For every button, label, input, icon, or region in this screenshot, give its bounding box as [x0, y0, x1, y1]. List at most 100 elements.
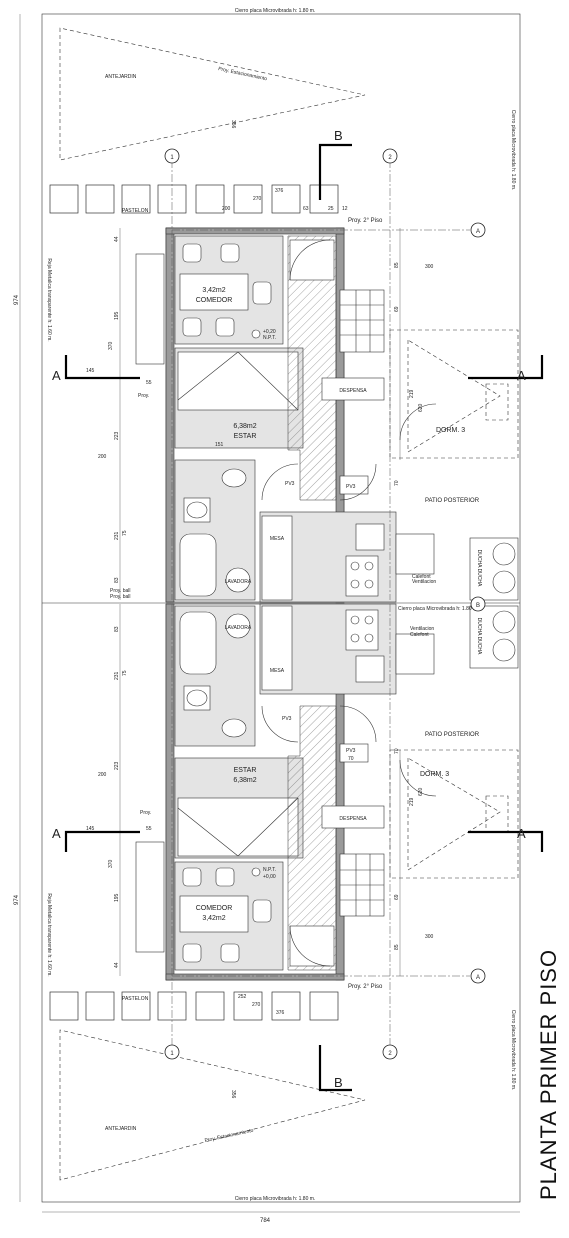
axis-a-top: A [476, 229, 480, 235]
dim-223-top: 223 [114, 431, 120, 440]
section-a-top-left: A [52, 368, 61, 383]
dim-55-top: 55 [146, 380, 152, 386]
axis-b-middle: B [476, 603, 480, 609]
dim-223-bottom: 223 [114, 761, 120, 770]
property-boundary [41, 13, 521, 1203]
axis-2-top: 2 [388, 155, 392, 161]
dim-300-top: 300 [425, 264, 434, 270]
dorm3-label-bottom: DORM. 3 [420, 771, 449, 778]
proy-2piso-label-top: Proy. 2° Piso [348, 218, 383, 224]
proy-label-top: Proy. [138, 393, 149, 399]
dim-44-top: 44 [114, 236, 120, 242]
ventilacion-label-bottom: Ventilacion [410, 626, 434, 632]
comedor-area-top: 3,42m2 [202, 287, 225, 294]
estacionamiento-label-bottom: Proy. Estacionamiento [204, 1128, 254, 1144]
pv3-num-bottom: 70 [348, 756, 354, 762]
dim-151-top: 151 [215, 442, 224, 448]
dim-620-bottom: 620 [418, 787, 424, 796]
estar-label-top: ESTAR [234, 433, 257, 440]
npt-upper-value: +0,20 [263, 329, 276, 335]
estacionamiento-label-top: Proy. Estacionamiento [218, 66, 268, 82]
left-top-fence-label: Reja Metalica transparente h: 1.60 m. [46, 258, 52, 341]
dim-270-top: 270 [253, 196, 262, 202]
dim-83-top: 83 [114, 577, 120, 583]
dim-620-top: 620 [418, 403, 424, 412]
dim-63-top: 63 [303, 206, 309, 212]
dim-25-top: 25 [328, 206, 334, 212]
top-fence-label: Cierro placa Microvibrada h: 1.80 m. [235, 8, 316, 14]
dim-376-top: 376 [275, 188, 284, 194]
proy-2piso-label-bottom: Proy. 2° Piso [348, 984, 383, 990]
dim-200-left-bottom: 200 [98, 772, 107, 778]
stair-top [339, 289, 385, 353]
dim-69-top: 69 [394, 306, 400, 312]
dim-12-top: 12 [342, 206, 348, 212]
lavadora-label-bottom: LAVADORA [225, 625, 252, 631]
dim-252-bottom: 252 [238, 994, 247, 1000]
section-a-bottom-right: A [517, 826, 526, 841]
lavadora-label-top: LAVADORA [225, 579, 252, 585]
dim-370-top: 370 [108, 341, 114, 350]
ventilacion-label-top: Ventilacion [412, 579, 436, 585]
dim-75-bottom: 75 [122, 670, 128, 676]
comedor-label-top: COMEDOR [196, 297, 233, 304]
dim-231-bottom: 231 [114, 671, 120, 680]
section-b-bottom: B [334, 1075, 343, 1090]
proy-label-bottom: Proy. [140, 810, 151, 816]
duchas-label-bottom: DUCHA DUCHA [476, 618, 482, 655]
mesa-label-top: MESA [270, 536, 285, 542]
despensa-label-top: DESPENSA [339, 388, 367, 394]
dim-195-bottom: 195 [114, 893, 120, 902]
pastelon-label-bottom: PASTELON [122, 996, 149, 1002]
mesa-label-bottom: MESA [270, 668, 285, 674]
section-a-bottom-left: A [52, 826, 61, 841]
dim-200-left-top: 200 [98, 454, 107, 460]
axis-2-bottom: 2 [388, 1051, 392, 1057]
right-bottom-fence-label: Cierro placa Microvibrada h: 1.80 m. [510, 1010, 516, 1091]
antejardin-label-top: ANTEJARDIN [105, 74, 137, 80]
dim-85-bottom: 85 [394, 944, 400, 950]
antejardin-label-bottom: ANTEJARDIN [105, 1126, 137, 1132]
dim-974-top: 974 [14, 294, 20, 305]
dorm3-label-top: DORM. 3 [436, 427, 465, 434]
axis-1-bottom: 1 [170, 1051, 174, 1057]
dim-356-bottom: 356 [230, 1090, 236, 1099]
npt-lower-value: +0,00 [263, 874, 276, 880]
cierro-placa-middle: Cierro placa Microvibrada h: 1.80 m. [398, 606, 479, 612]
dim-370-bottom: 370 [108, 859, 114, 868]
estar-label-bottom: ESTAR [234, 767, 257, 774]
dim-231-top: 231 [114, 531, 120, 540]
dim-356-top: 356 [230, 120, 236, 129]
plan-title: PLANTA PRIMER PISO [536, 949, 561, 1200]
pastelon-row-bottom [49, 991, 339, 1021]
dorm3-bottom [389, 749, 519, 879]
npt-upper-label: N.P.T. [263, 335, 276, 341]
calefont-label-top: Calefont [412, 574, 431, 580]
section-a-top-right: A [517, 368, 526, 383]
dim-200-top: 200 [222, 206, 231, 212]
proy-ball-label-bottom: Proy. ball [110, 588, 130, 594]
dim-300-bottom: 300 [425, 934, 434, 940]
section-b-top: B [334, 128, 343, 143]
bathtub-top [179, 533, 217, 597]
bottom-fence-label: Cierro placa Microvibrada h: 1.80 m. [235, 1196, 316, 1202]
duchas-label-top: DUCHA DUCHA [476, 550, 482, 587]
dim-83-bottom: 83 [114, 626, 120, 632]
dim-784: 784 [260, 1218, 271, 1224]
left-bottom-fence-label: Reja Metalica transparente h: 1.60 m. [46, 893, 52, 976]
axis-a-bottom: A [476, 975, 480, 981]
dim-70-top: 70 [394, 480, 400, 486]
comedor-area-bottom: 3,42m2 [202, 915, 225, 922]
dim-219-top: 219 [409, 389, 415, 398]
patio-posterior-top: PATIO POSTERIOR [425, 498, 480, 504]
pastelon-label-top: PASTELON [122, 208, 149, 214]
dim-145-top: 145 [86, 368, 95, 374]
bathtub-bottom [179, 611, 217, 675]
proy-ball-label-top: Proy. ball [110, 594, 130, 600]
dim-270-bottom: 270 [252, 1002, 261, 1008]
pastelon-row-top [49, 184, 339, 214]
dim-44-bottom: 44 [114, 962, 120, 968]
right-top-fence-label: Cierro placa Microvibrada h: 1.80 m. [510, 110, 516, 191]
npt-lower-label: N.P.T. [263, 867, 276, 873]
